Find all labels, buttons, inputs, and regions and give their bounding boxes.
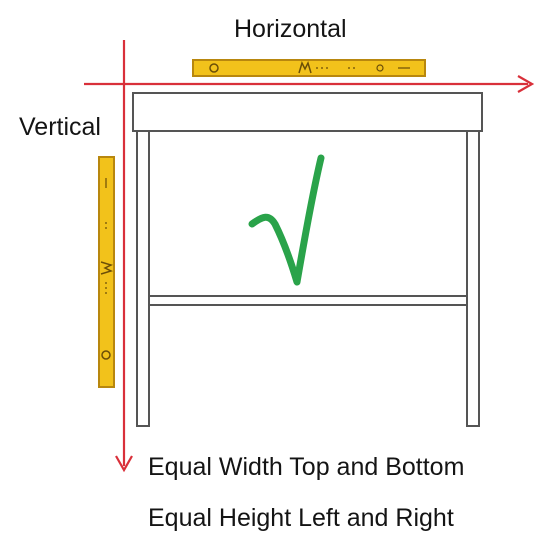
horizontal-level-icon [192, 59, 426, 77]
table-left-leg [136, 130, 150, 427]
caption-equal-width: Equal Width Top and Bottom [148, 453, 465, 481]
table-right-leg [466, 130, 480, 427]
table-cross-brace [148, 295, 468, 306]
checkmark-icon [248, 154, 325, 286]
table-top [132, 92, 483, 132]
horizontal-axis-arrow [84, 75, 535, 93]
caption-equal-height: Equal Height Left and Right [148, 504, 454, 532]
vertical-label: Vertical [19, 113, 101, 141]
vertical-level-icon [98, 156, 115, 388]
horizontal-label: Horizontal [234, 15, 347, 43]
vertical-axis-arrow [115, 40, 133, 473]
